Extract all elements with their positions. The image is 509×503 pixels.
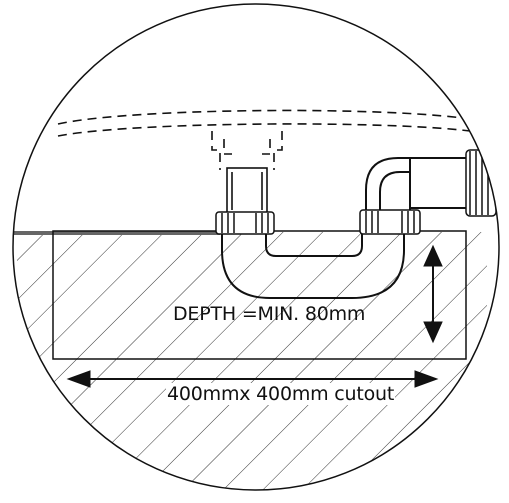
hatched-surface bbox=[17, 232, 487, 490]
cutout-label: 400mmx 400mm cutout bbox=[166, 383, 396, 405]
basin-outline bbox=[57, 109, 471, 170]
u-bend-trap bbox=[221, 232, 405, 299]
outlet-connector bbox=[465, 149, 497, 217]
right-nut bbox=[359, 209, 421, 235]
detail-circle-frame bbox=[12, 3, 500, 491]
depth-arrow bbox=[423, 244, 443, 344]
cutout-width-arrow bbox=[66, 370, 439, 388]
depth-label: DEPTH =MIN. 80mm bbox=[173, 303, 366, 325]
tailpipe bbox=[226, 167, 268, 214]
left-nut bbox=[215, 211, 275, 235]
outlet-elbow bbox=[365, 157, 471, 213]
